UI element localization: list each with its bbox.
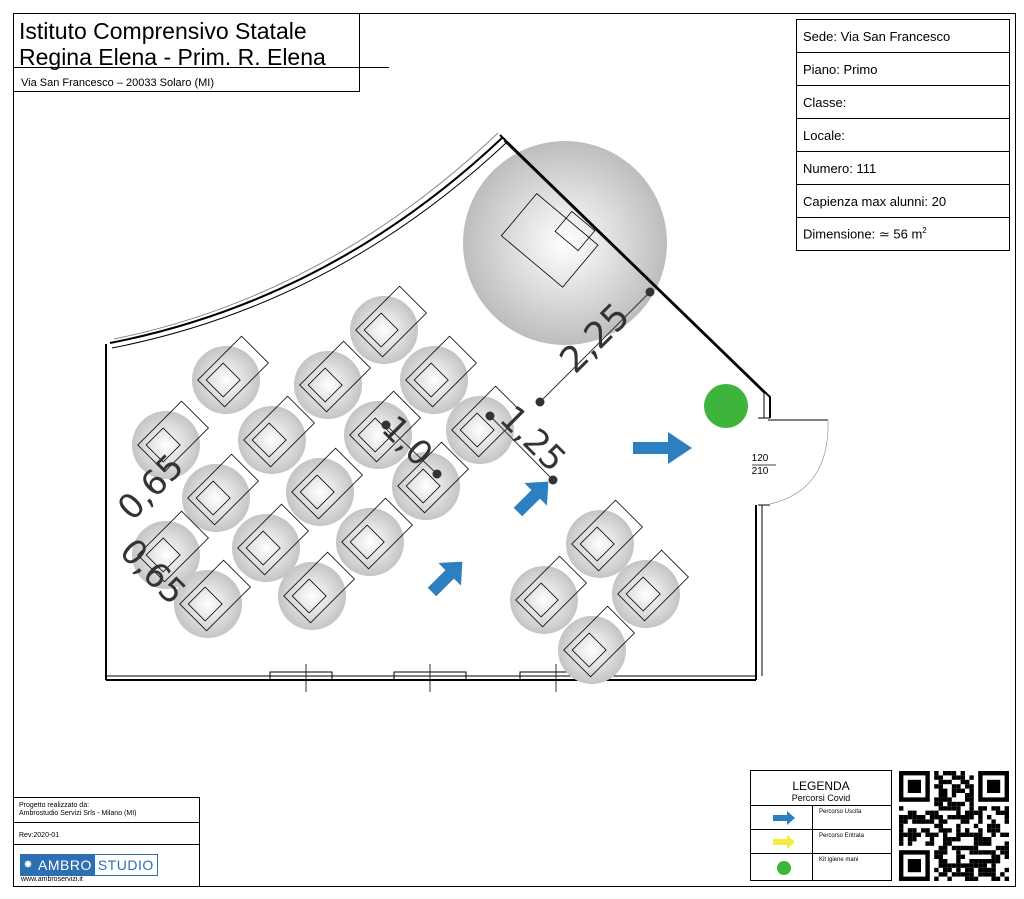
student-desk xyxy=(563,605,635,678)
student-distance-circle xyxy=(446,396,514,464)
student-desk xyxy=(283,551,355,624)
room-walls xyxy=(105,132,829,692)
student-desk xyxy=(515,555,587,628)
student-distance-circle xyxy=(400,346,468,414)
info-sede: Sede: Via San Francesco xyxy=(796,19,1010,53)
student-distance-circle xyxy=(392,452,460,520)
student-desk xyxy=(137,510,209,583)
school-name-line2: Regina Elena - Prim. R. Elena xyxy=(19,44,326,70)
legend-label-entry: Percorso Entrata xyxy=(819,833,865,839)
school-name-line1: Istituto Comprensivo Statale xyxy=(19,18,307,44)
student-desk xyxy=(451,385,523,458)
student-distance-circle xyxy=(350,296,418,364)
student-desk xyxy=(243,395,315,468)
student-desk xyxy=(187,453,259,526)
student-distance-circle xyxy=(132,521,200,589)
door-height-label: 210 xyxy=(752,466,769,477)
info-dimensione-text: Dimensione: ≃ 56 m xyxy=(803,226,923,242)
credits-line1: Progetto realizzato da: xyxy=(19,802,90,809)
info-dimensione-exp: 2 xyxy=(922,225,927,235)
student-distance-circle xyxy=(612,560,680,628)
student-desk xyxy=(341,497,413,570)
credits-line2: Ambrostudio Servizi Srls - Milano (MI) xyxy=(19,810,137,817)
student-distance-circle xyxy=(558,616,626,684)
student-distance-circle xyxy=(566,510,634,578)
exit-arrow-1 xyxy=(633,432,692,464)
website-link[interactable]: www.ambroservizi.it xyxy=(21,876,83,883)
legend-label-exit: Percorso Uscita xyxy=(819,809,862,815)
green-dot-icon xyxy=(777,861,791,875)
credits-divider xyxy=(13,822,199,823)
sun-icon: ✸ xyxy=(21,855,35,875)
student-distance-circle xyxy=(278,562,346,630)
legend-title: LEGENDA xyxy=(792,779,850,793)
dimension-lines xyxy=(381,287,655,485)
school-address: Via San Francesco – 20033 Solaro (MI) xyxy=(21,77,215,89)
qr-code-icon[interactable] xyxy=(899,771,1009,883)
student-desk xyxy=(237,503,309,576)
student-distance-circle xyxy=(344,401,412,469)
legend-item-exit: Percorso Uscita xyxy=(751,805,891,829)
title-block: Istituto Comprensivo Statale Regina Elen… xyxy=(13,13,389,92)
yellow-arrow-icon xyxy=(773,835,795,849)
student-distance-circle xyxy=(174,570,242,638)
student-distance-circle xyxy=(286,458,354,526)
logo-left: AMBRO xyxy=(35,855,95,875)
exit-path-arrows xyxy=(427,432,692,597)
teacher-desk xyxy=(500,193,599,288)
legend-item-sanitizer: Kit igiene mani xyxy=(751,853,891,881)
student-desk xyxy=(197,335,269,408)
student-desk xyxy=(291,447,363,520)
student-desk xyxy=(405,335,477,408)
hand-sanitizer-kit xyxy=(704,384,748,428)
credits-divider-2 xyxy=(13,844,199,845)
student-distance-circle xyxy=(192,346,260,414)
drawing-frame xyxy=(13,13,1016,887)
student-distance-circle xyxy=(182,464,250,532)
student-desk xyxy=(179,559,251,632)
student-desk xyxy=(617,549,689,622)
student-distance-circle xyxy=(132,411,200,479)
student-distance-circle xyxy=(336,508,404,576)
revision-label: Rev:2020-01 xyxy=(19,832,60,839)
student-distance-circle xyxy=(232,514,300,582)
ambrostudio-logo: ✸ AMBRO STUDIO xyxy=(20,854,158,876)
title-underline xyxy=(13,67,389,68)
blue-arrow-icon xyxy=(773,811,795,825)
student-distance-circle xyxy=(510,566,578,634)
student-distance-circle xyxy=(294,351,362,419)
student-desk xyxy=(355,285,427,358)
exit-arrow-2 xyxy=(513,481,549,517)
student-desk xyxy=(397,441,469,514)
exit-arrow-3 xyxy=(427,561,463,597)
teacher-distance-circle xyxy=(463,141,667,345)
legend-item-entry: Percorso Entrata xyxy=(751,829,891,853)
student-desk xyxy=(299,340,371,413)
door-width-label: 120 xyxy=(752,453,769,464)
logo-right: STUDIO xyxy=(97,857,154,873)
info-dimensione: Dimensione: ≃ 56 m2 xyxy=(796,217,1010,251)
credits-block: Progetto realizzato da: Ambrostudio Serv… xyxy=(13,797,200,887)
student-distance-circle xyxy=(238,406,306,474)
student-desk xyxy=(571,499,643,572)
legend-label-sanitizer: Kit igiene mani xyxy=(819,857,859,863)
legend-subtitle: Percorsi Covid xyxy=(791,793,851,803)
student-desks xyxy=(132,285,689,684)
room-info-table: Sede: Via San Francesco Piano: Primo Cla… xyxy=(796,19,1010,251)
info-numero: Numero: 111 xyxy=(796,151,1010,185)
student-desk xyxy=(137,400,209,473)
legend-box: LEGENDA Percorsi Covid Percorso Uscita P… xyxy=(750,770,892,881)
info-piano: Piano: Primo xyxy=(796,52,1010,86)
